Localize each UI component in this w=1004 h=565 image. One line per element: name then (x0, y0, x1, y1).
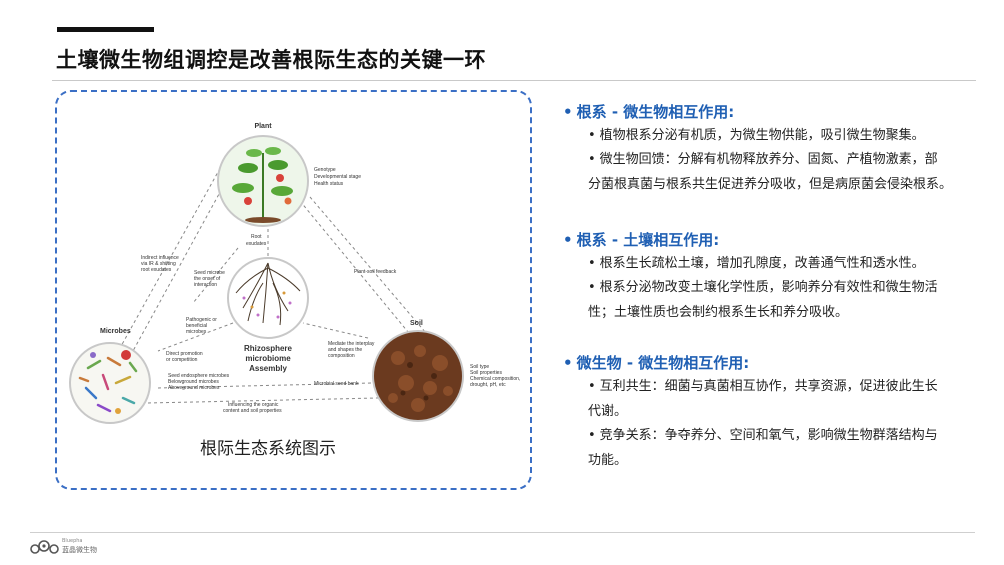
edge-note: Direct promotion (166, 351, 203, 357)
section-title-text: 微生物 - 微生物相互作用: (576, 354, 750, 372)
plant-label: Plant (254, 123, 272, 130)
page-title: 土壤微生物组调控是改善根际生态的关键一环 (56, 48, 486, 72)
root-exudates-label: exudates (246, 241, 267, 247)
item-line: 根系生长疏松土壤，增加孔隙度，改善通气性和透水性。 (599, 256, 925, 271)
section-title: •微生物 - 微生物相互作用: (563, 352, 749, 373)
rhizosphere-node (227, 257, 309, 339)
plant-note: Genotype (314, 167, 336, 173)
bullet-dot: • (563, 231, 573, 249)
edge-note: content and soil properties (223, 408, 282, 414)
microbes-label: Microbes (100, 328, 131, 335)
edge-note: Aboveground microbes (168, 385, 220, 391)
edge-note: microbes (186, 329, 207, 335)
figure-caption: 根际生态系统图示 (200, 439, 336, 459)
item-line: 植物根系分泌有机质，为微生物供能，吸引微生物聚集。 (599, 128, 925, 143)
rhizosphere-diagram: Plant Genotype Developmental stage Healt… (69, 123, 520, 424)
soil-note: Soil type (470, 364, 489, 370)
item-line: 竞争关系：争夺养分、空间和氧气，影响微生物群落结构与 (599, 428, 938, 443)
edge-note: beneficial (186, 323, 207, 329)
edge-note: Influencing the organic (228, 402, 279, 408)
center-label-line: Rhizosphere (244, 344, 293, 353)
center-label-line: microbiome (245, 354, 291, 363)
edge-note: interaction (194, 282, 217, 288)
soil-node (372, 330, 464, 422)
section-item: •根系分泌物改变土壤化学性质，影响养分有效性和微生物活 性；土壤性质也会制约根系… (588, 280, 938, 320)
title-divider (52, 80, 976, 81)
bullet-dot: • (563, 354, 573, 372)
item-line: 根系分泌物改变土壤化学性质，影响养分有效性和微生物活 (599, 280, 938, 295)
item-line: 性；土壤性质也会制约根系生长和养分吸收。 (588, 305, 849, 320)
section-item: •互利共生：细菌与真菌相互协作，共享资源，促进彼此生长 代谢。 (588, 379, 938, 419)
logo-wordmark-small: Bluepha (62, 538, 83, 544)
edge-note: Pathogenic or (186, 317, 217, 323)
edge-note: Mediate the interplay (328, 341, 375, 347)
bullet-dot: • (563, 103, 573, 121)
edge-note: via IR & shifting (141, 261, 176, 267)
item-line: 互利共生：细菌与真菌相互协作，共享资源，促进彼此生长 (599, 379, 938, 394)
figure-frame (55, 90, 532, 490)
edge-note: root exudates (141, 267, 172, 273)
section-item: •根系生长疏松土壤，增加孔隙度，改善通气性和透水性。 (588, 256, 925, 271)
edge-note: composition (328, 353, 355, 359)
item-line: 微生物回馈：分解有机物释放养分、固氮、产植物激素，部 (599, 152, 938, 167)
edge-note: Seed endosphere microbes (168, 373, 230, 379)
section-item: •竞争关系：争夺养分、空间和氧气，影响微生物群落结构与 功能。 (588, 428, 938, 468)
section-title: •根系 - 微生物相互作用: (563, 101, 734, 122)
item-line: 代谢。 (588, 404, 628, 419)
item-line: 功能。 (588, 453, 628, 468)
company-logo-icon (30, 540, 59, 554)
footer-divider (30, 532, 975, 533)
edge-note: Indirect influence (141, 255, 179, 261)
soil-note: Chemical composition, (470, 376, 520, 382)
edge-note: and shapes the (328, 347, 362, 353)
plant-note: Health status (314, 181, 344, 187)
section-item: •植物根系分泌有机质，为微生物供能，吸引微生物聚集。 (588, 128, 925, 143)
plant-node (217, 135, 309, 227)
title-accent-bar (57, 27, 154, 32)
section-title-text: 根系 - 土壤相互作用: (576, 231, 720, 249)
section-title-text: 根系 - 微生物相互作用: (576, 103, 735, 121)
soil-label: Soil (410, 320, 423, 327)
section-title: •根系 - 土壤相互作用: (563, 229, 719, 250)
edge-note: Seed microbe (194, 270, 225, 276)
center-label-line: Assembly (249, 364, 287, 373)
edge-note: Microbial seed bank (314, 381, 359, 387)
soil-note: Soil properties (470, 370, 502, 376)
microbes-node (69, 342, 151, 424)
edge-note: or competition (166, 357, 198, 363)
edge-note: Plant-soil feedback (354, 269, 397, 275)
edge-note: the onset of (194, 276, 221, 282)
item-line: 分菌根真菌与根系共生促进养分吸收，但是病原菌会侵染根系。 (588, 177, 953, 192)
section-item: •微生物回馈：分解有机物释放养分、固氮、产植物激素，部 分菌根真菌与根系共生促进… (588, 152, 953, 192)
edge-note: Belowground microbes (168, 379, 219, 385)
soil-note: drought, pH, etc (470, 382, 506, 388)
plant-note: Developmental stage (314, 174, 361, 180)
logo-wordmark: 蓝晶微生物 (62, 546, 97, 554)
root-exudates-label: Root (251, 234, 262, 240)
